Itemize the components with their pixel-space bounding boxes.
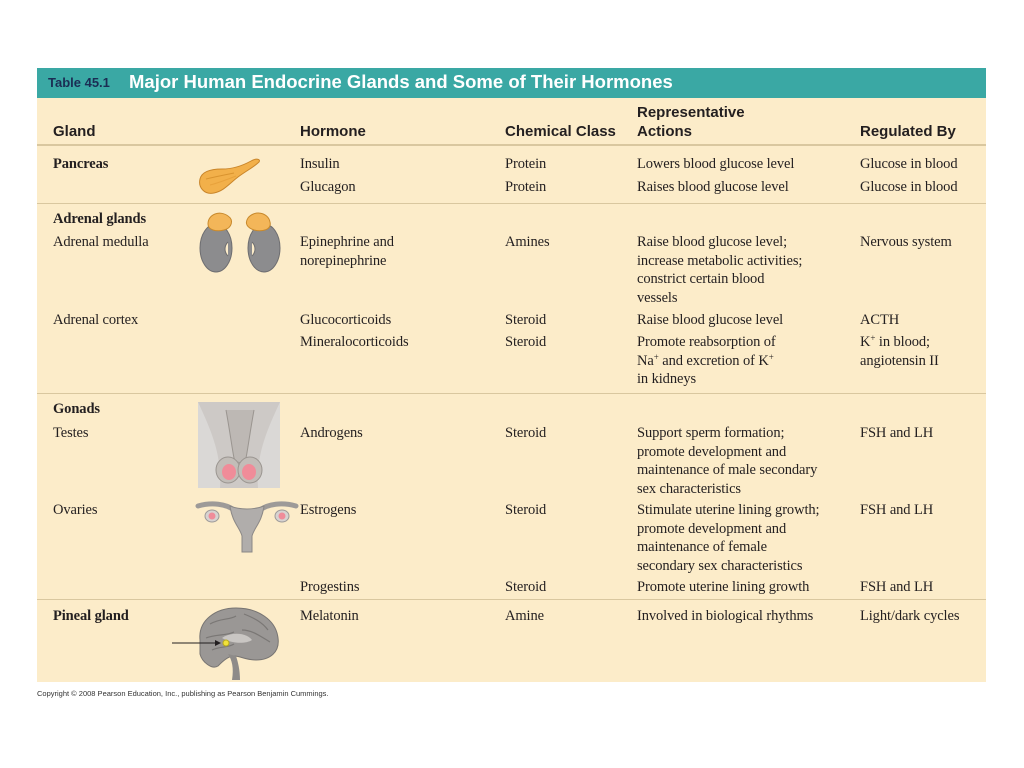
header-hormone: Hormone xyxy=(300,123,366,140)
gland-group-adrenal: Adrenal glands xyxy=(53,211,147,227)
table-number: Table 45.1 xyxy=(48,75,110,90)
action-cell: Lowers blood glucose level xyxy=(637,156,795,172)
header-regulated-by: Regulated By xyxy=(860,123,956,140)
gland-ovaries: Ovaries xyxy=(53,502,98,518)
regulated-cell-mineralocorticoids: K+ in blood; angiotensin II xyxy=(860,333,939,370)
table-title-bar: Table 45.1 Major Human Endocrine Glands … xyxy=(37,68,986,98)
regulated-cell: Light/dark cycles xyxy=(860,608,960,624)
action-cell: Raise blood glucose level; increase meta… xyxy=(637,234,803,306)
hormone-cell: Epinephrine and norepinephrine xyxy=(300,234,394,269)
action-line: Na+ and excretion of K+ xyxy=(637,351,774,369)
hormone-cell: Glucagon xyxy=(300,179,356,195)
action-cell: Stimulate uterine lining growth; promote… xyxy=(637,502,820,574)
gland-pancreas: Pancreas xyxy=(53,156,109,172)
kidneys-adrenal-illustration xyxy=(199,212,281,273)
hormone-cell: Estrogens xyxy=(300,502,357,518)
class-cell: Amines xyxy=(505,234,550,250)
header-actions: Representative Actions xyxy=(637,104,745,140)
gland-adrenal-medulla: Adrenal medulla xyxy=(53,234,149,250)
class-cell: Protein xyxy=(505,179,547,195)
testes-illustration xyxy=(198,402,280,488)
section-divider xyxy=(37,393,986,394)
hormone-cell: Melatonin xyxy=(300,608,359,624)
hormone-cell: Progestins xyxy=(300,579,360,595)
class-cell: Steroid xyxy=(505,312,547,328)
gland-testes: Testes xyxy=(53,425,89,441)
class-cell: Steroid xyxy=(505,502,547,518)
hormone-cell: Mineralocorticoids xyxy=(300,334,409,350)
brain-pineal-illustration xyxy=(172,607,279,680)
hormone-cell: Glucocorticoids xyxy=(300,312,392,328)
action-cell-mineralocorticoids: Promote reabsorption of Na+ and excretio… xyxy=(637,333,776,389)
action-line: in kidneys xyxy=(637,371,697,387)
table-panel xyxy=(37,68,986,682)
action-cell: Involved in biological rhythms xyxy=(637,608,814,624)
header-chemical-class: Chemical Class xyxy=(505,123,616,140)
gland-group-gonads: Gonads xyxy=(53,401,100,417)
class-cell: Amine xyxy=(505,608,544,624)
regulated-cell: Glucose in blood xyxy=(860,156,958,172)
class-cell: Steroid xyxy=(505,334,547,350)
action-cell: Support sperm formation; promote develop… xyxy=(637,425,818,497)
regulated-cell: ACTH xyxy=(860,312,900,328)
class-cell: Steroid xyxy=(505,579,547,595)
action-cell: Promote uterine lining growth xyxy=(637,579,810,595)
regulated-cell: FSH and LH xyxy=(860,425,934,441)
copyright-notice: Copyright © 2008 Pearson Education, Inc.… xyxy=(37,689,329,698)
action-cell: Raise blood glucose level xyxy=(637,312,784,328)
table-title: Major Human Endocrine Glands and Some of… xyxy=(129,71,673,92)
action-cell: Raises blood glucose level xyxy=(637,179,789,195)
header-gland: Gland xyxy=(53,123,96,140)
pancreas-illustration xyxy=(199,158,260,194)
regulated-line: K+ in blood; xyxy=(860,333,930,351)
class-cell: Protein xyxy=(505,156,547,172)
regulated-cell: FSH and LH xyxy=(860,579,934,595)
regulated-cell: Nervous system xyxy=(860,234,952,250)
class-cell: Steroid xyxy=(505,425,547,441)
regulated-cell: Glucose in blood xyxy=(860,179,958,195)
action-line: Promote reabsorption of xyxy=(637,334,776,350)
gland-adrenal-cortex: Adrenal cortex xyxy=(53,312,139,328)
hormone-cell: Insulin xyxy=(300,156,340,172)
section-divider xyxy=(37,203,986,204)
gland-pineal: Pineal gland xyxy=(53,608,129,624)
section-divider xyxy=(37,599,986,600)
hormone-cell: Androgens xyxy=(300,425,363,441)
regulated-cell: FSH and LH xyxy=(860,502,934,518)
regulated-line: angiotensin II xyxy=(860,352,939,369)
uterus-ovaries-illustration xyxy=(195,501,299,553)
header-divider xyxy=(37,144,986,146)
